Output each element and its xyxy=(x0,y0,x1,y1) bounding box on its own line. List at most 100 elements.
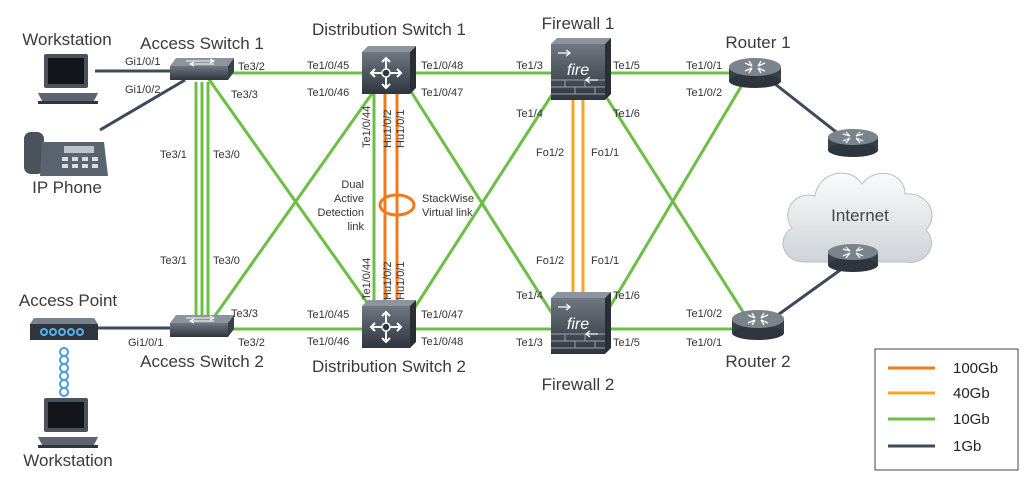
firewall-2[interactable]: fire xyxy=(551,292,611,354)
firewall-logo-text: fire xyxy=(567,316,589,333)
port-label: Te3/0 xyxy=(213,149,240,161)
svl-ring xyxy=(378,193,416,217)
legend: 100Gb 40Gb 10Gb 1Gb xyxy=(874,348,1019,471)
link-as2-ds1-te46 xyxy=(210,84,380,321)
port-label: Gi1/0/2 xyxy=(125,84,160,96)
workstation-2[interactable] xyxy=(38,398,98,448)
distribution-switch-2-label: Distribution Switch 2 xyxy=(312,357,466,376)
link-fw2-r1 xyxy=(603,84,744,316)
layer3-switch-icon xyxy=(362,300,416,348)
port-label: Te1/6 xyxy=(613,108,640,120)
port-label: Te1/4 xyxy=(516,290,543,302)
legend-label: 40Gb xyxy=(953,385,990,402)
firewall-icon: fire xyxy=(551,38,611,100)
access-point[interactable] xyxy=(30,318,98,340)
router-icon xyxy=(828,129,878,157)
access-switch-2-label: Access Switch 2 xyxy=(140,352,264,371)
port-label: Gi1/0/1 xyxy=(125,56,160,68)
port-label: Te3/2 xyxy=(238,337,265,349)
distribution-switch-1[interactable] xyxy=(362,46,416,94)
port-label: Te1/0/48 xyxy=(421,336,463,348)
port-label: Te3/2 xyxy=(238,61,265,73)
firewall-logo-text: fire xyxy=(567,62,589,79)
internet-router-bottom xyxy=(828,244,878,272)
legend-item: 1Gb xyxy=(888,438,981,455)
access-switch-1[interactable] xyxy=(170,58,234,80)
router-1-label: Router 1 xyxy=(725,33,790,52)
port-label: Fo1/1 xyxy=(591,255,619,267)
firewall-1[interactable]: fire xyxy=(551,38,611,100)
port-label: Hu1/0/2 xyxy=(382,109,394,148)
port-label: Hu1/0/1 xyxy=(395,261,407,300)
port-label: Te1/0/47 xyxy=(421,87,463,99)
legend-item: 40Gb xyxy=(888,385,990,402)
distribution-switch-1-label: Distribution Switch 1 xyxy=(312,20,466,39)
port-label: Te1/6 xyxy=(613,290,640,302)
port-label: Te1/0/45 xyxy=(307,309,349,321)
workstation-1-label: Workstation xyxy=(22,30,111,49)
router-2[interactable] xyxy=(732,310,784,340)
port-label: Te1/0/1 xyxy=(686,337,722,349)
router-2-label: Router 2 xyxy=(725,352,790,371)
legend-label: 10Gb xyxy=(953,411,990,428)
port-label: Fo1/2 xyxy=(536,255,564,267)
link-as1-ds2-te45 xyxy=(206,77,380,319)
port-label: Te1/0/45 xyxy=(307,60,349,72)
ap-wireless-chain xyxy=(59,347,69,397)
port-label: Te1/0/47 xyxy=(421,309,463,321)
legend-item: 10Gb xyxy=(888,411,990,428)
port-label: Te1/5 xyxy=(613,60,640,72)
svl-label-line: StackWise xyxy=(422,193,474,205)
workstation-1[interactable] xyxy=(38,54,98,104)
port-label: Te1/5 xyxy=(613,337,640,349)
port-label: Te1/3 xyxy=(516,60,543,72)
links xyxy=(59,69,844,397)
port-label: Te3/1 xyxy=(160,255,187,267)
firewall-2-label: Firewall 2 xyxy=(542,375,615,394)
workstation-icon xyxy=(38,398,98,448)
port-label: Fo1/1 xyxy=(591,147,619,159)
node-labels: Workstation IP Phone Access Point Workst… xyxy=(19,14,791,470)
workstation-icon xyxy=(38,54,98,104)
port-label: Te3/3 xyxy=(231,89,258,101)
port-label: Te1/0/44 xyxy=(361,106,373,148)
svl-annotation: StackWise Virtual link xyxy=(422,193,474,219)
link-phone-as1 xyxy=(99,78,186,132)
access-point-label: Access Point xyxy=(19,291,118,310)
ip-phone-icon xyxy=(24,132,108,176)
access-switch-2[interactable] xyxy=(170,315,234,337)
legend-label: 100Gb xyxy=(953,360,998,377)
internet-label: Internet xyxy=(831,206,889,225)
port-label: Te1/0/2 xyxy=(686,87,722,99)
workstation-2-label: Workstation xyxy=(23,451,112,470)
access-switch-1-label: Access Switch 1 xyxy=(140,34,264,53)
port-label: Te3/3 xyxy=(231,308,258,320)
router-1[interactable] xyxy=(729,58,781,88)
svl-label-line: Virtual link xyxy=(422,207,473,219)
distribution-switch-2[interactable] xyxy=(362,300,416,348)
port-label: Te3/0 xyxy=(213,255,240,267)
ip-phone[interactable] xyxy=(24,132,108,176)
dad-label-line: Detection xyxy=(318,207,364,219)
dad-annotation: Dual Active Detection link xyxy=(318,179,365,233)
link-ds2-fw1 xyxy=(408,89,557,316)
port-label: Hu1/0/2 xyxy=(382,261,394,300)
cloud-icon xyxy=(782,172,933,263)
internet-cloud: Internet xyxy=(782,172,933,263)
port-label: Te1/0/46 xyxy=(307,87,349,99)
router-icon xyxy=(828,244,878,272)
ip-phone-label: IP Phone xyxy=(32,178,102,197)
port-labels: Gi1/0/1 Gi1/0/2 Te3/2 Te3/3 Te3/1 Te3/0 … xyxy=(125,56,722,349)
port-label: Te1/3 xyxy=(516,337,543,349)
port-label: Te1/0/1 xyxy=(686,60,722,72)
switch-icon xyxy=(170,315,234,337)
switch-icon xyxy=(170,58,234,80)
legend-item: 100Gb xyxy=(888,360,998,377)
port-label: Gi1/0/1 xyxy=(128,337,163,349)
firewall-icon: fire xyxy=(551,292,611,354)
port-label: Hu1/0/1 xyxy=(395,109,407,148)
port-label: Te1/0/46 xyxy=(307,336,349,348)
dad-label-line: Active xyxy=(334,193,364,205)
internet-router-top xyxy=(828,129,878,157)
